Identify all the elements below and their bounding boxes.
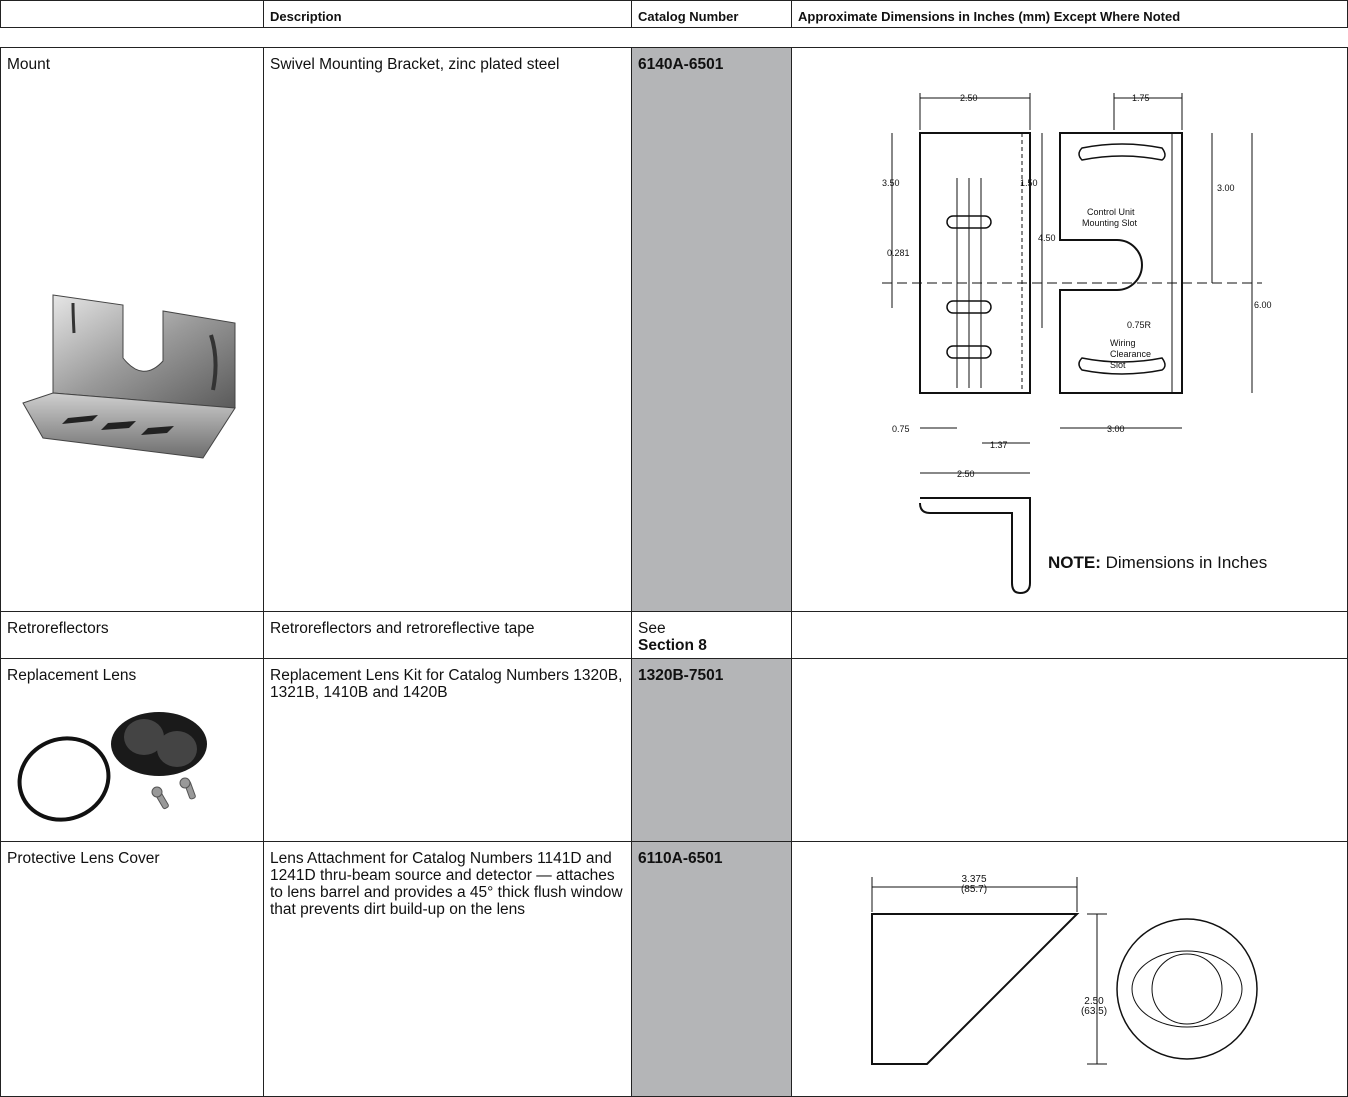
dimensions-cell [791,611,1348,659]
replacement-lens-kit-photo [17,712,207,822]
dimensions-cell: 3.375 (85.7) 2.50 (63.5) [791,841,1348,1097]
header-col-description: Description [263,0,632,28]
item-name: Protective Lens Cover [0,841,264,1097]
item-cell: Replacement Lens [0,658,264,842]
catalog-cell: 6110A-6501 [631,841,792,1097]
item-name: Retroreflectors [0,611,264,659]
catalog-see: See [638,620,666,637]
catalog-cell: 6140A-6501 [631,47,792,612]
description-cell: Swivel Mounting Bracket, zinc plated ste… [263,47,632,612]
drawing-label: Mounting Slot [1082,218,1138,228]
note-text: Dimensions in Inches [1100,553,1268,572]
drawing-note: NOTE: Dimensions in Inches [1048,554,1267,571]
table-row: Protective Lens Cover Lens Attachment fo… [0,841,1348,1097]
dim-label: 0.75R [1127,320,1152,330]
width-mm-label: (85.7) [961,884,987,895]
dimensions-cell: 2.50 1.75 3.50 1.50 3.00 0.281 4.50 6.00… [791,47,1348,612]
bracket-dimension-drawing: 2.50 1.75 3.50 1.50 3.00 0.281 4.50 6.00… [882,93,1272,595]
drawing-label: Control Unit [1087,207,1135,217]
catalog-section-ref: Section 8 [638,637,707,654]
dim-label: 3.00 [1107,424,1125,434]
catalog-number: 1320B-7501 [638,667,724,684]
dim-label: 2.50 [957,469,975,479]
header-row: Description Catalog Number Approximate D… [0,0,1348,28]
height-label: 2.50 [1084,996,1104,1007]
table-row: Mount Swivel Mounting Brac [0,47,1348,612]
height-mm-label: (63.5) [1081,1006,1107,1017]
item-name: Replacement Lens [7,667,137,684]
dim-label: 0.281 [887,248,910,258]
dim-label: 1.75 [1132,93,1150,103]
dim-label: 2.50 [960,93,978,103]
drawing-label: Wiring [1110,338,1136,348]
description-cell: Replacement Lens Kit for Catalog Numbers… [263,658,632,842]
catalog-cell: 1320B-7501 [631,658,792,842]
description-cell: Retroreflectors and retroreflective tape [263,611,632,659]
drawing-label: Slot [1110,360,1126,370]
dim-label: 1.37 [990,440,1008,450]
dim-label: 0.75 [892,424,910,434]
dim-label: 3.50 [882,178,900,188]
width-label: 3.375 [961,874,986,885]
dim-label: 4.50 [1038,233,1056,243]
table-row: Replacement Lens Replacement Lens Kit fo… [0,658,1348,842]
header-col-dimensions: Approximate Dimensions in Inches (mm) Ex… [791,0,1348,28]
note-label: NOTE: [1048,553,1101,572]
dim-label: 6.00 [1254,300,1272,310]
item-cell: Mount [0,47,264,612]
catalog-cell: See Section 8 [631,611,792,659]
item-name: Mount [7,56,51,73]
dimensions-cell [791,658,1348,842]
description-cell: Lens Attachment for Catalog Numbers 1141… [263,841,632,1097]
dim-label: 3.00 [1217,183,1235,193]
table-row: Retroreflectors Retroreflectors and retr… [0,611,1348,659]
lens-cover-dimension-drawing: 3.375 (85.7) 2.50 (63.5) [871,874,1258,1065]
header-col-item [0,0,264,28]
dim-label: 1.50 [1020,178,1038,188]
drawing-label: Clearance [1110,349,1151,359]
catalog-number: 6110A-6501 [638,850,723,867]
mounting-bracket-photo [22,294,236,459]
catalog-number: 6140A-6501 [638,56,724,73]
header-col-catalog: Catalog Number [631,0,792,28]
